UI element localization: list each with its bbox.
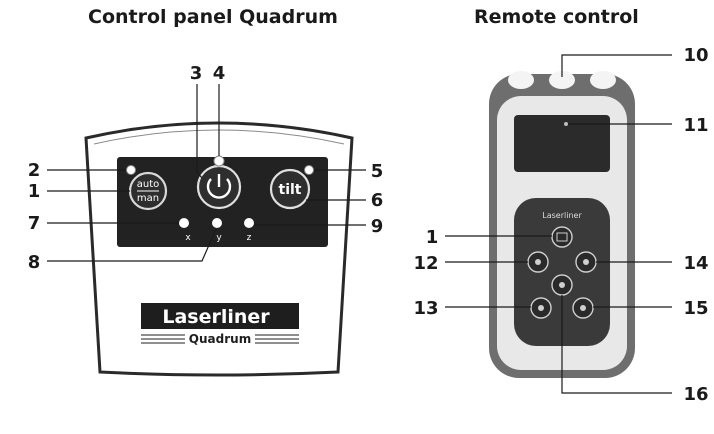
callout-6: 6 <box>371 190 384 211</box>
callout-5: 5 <box>371 161 384 182</box>
callout-15: 15 <box>683 298 708 319</box>
axis-y-label: y <box>216 233 222 243</box>
callout-13: 13 <box>413 298 438 319</box>
right-icon <box>580 305 586 311</box>
up-icon <box>559 282 565 288</box>
tilt-led <box>304 165 314 175</box>
callout-14: 14 <box>683 253 708 274</box>
model-name: Quadrum <box>189 332 251 346</box>
callout-12: 12 <box>413 253 438 274</box>
axis-x-led <box>179 218 189 228</box>
axis-z-led <box>244 218 254 228</box>
callout-16: 16 <box>683 384 708 405</box>
callout-4: 4 <box>213 63 226 84</box>
brand-logo: Laserliner ® Quadrum <box>141 303 299 346</box>
menu-icon <box>556 232 568 242</box>
tilt-icon <box>583 259 589 265</box>
remote-leader-lines <box>445 54 672 394</box>
battery-compartment <box>514 115 610 172</box>
left-icon <box>538 305 544 311</box>
axis-x-label: x <box>185 233 191 243</box>
panel-leader-lines <box>47 84 366 262</box>
control-panel: auto man tilt x y z Laserliner ® <box>28 63 384 377</box>
tilt-label: tilt <box>279 182 302 198</box>
callout-remote-1: 1 <box>426 227 439 248</box>
brand-logo-text: Laserliner <box>162 306 270 328</box>
control-panel-title: Control panel Quadrum <box>88 6 338 28</box>
ir-window-left <box>508 71 534 89</box>
callout-8: 8 <box>28 252 41 273</box>
ir-window-right <box>590 71 616 89</box>
power-icon <box>206 178 232 199</box>
axis-y-led <box>212 218 222 228</box>
callout-11: 11 <box>683 115 708 136</box>
power-led <box>213 155 225 167</box>
callout-7: 7 <box>28 213 41 234</box>
ir-window-center <box>549 71 575 89</box>
remote-button-glyphs <box>535 232 589 311</box>
callout-1: 1 <box>28 181 41 202</box>
remote-brand-text: Laserliner <box>542 211 582 220</box>
remote-control: Laserliner 10 <box>413 45 708 405</box>
callout-9: 9 <box>371 216 384 237</box>
auto-man-button[interactable]: auto man <box>128 171 168 211</box>
remote-button-1[interactable] <box>551 226 573 248</box>
callout-10: 10 <box>683 45 708 66</box>
auto-label: auto <box>137 179 160 190</box>
callout-3: 3 <box>190 63 203 84</box>
battery-marker-dot <box>564 122 568 126</box>
axis-z-label: z <box>247 233 252 243</box>
tilt-button[interactable]: tilt <box>269 168 311 210</box>
auto-man-led <box>126 165 136 175</box>
auto-icon <box>535 259 541 265</box>
registered-mark: ® <box>288 305 296 314</box>
remote-control-title: Remote control <box>474 6 639 28</box>
power-button[interactable] <box>196 164 242 210</box>
man-label: man <box>137 193 159 204</box>
callout-2: 2 <box>28 160 41 181</box>
